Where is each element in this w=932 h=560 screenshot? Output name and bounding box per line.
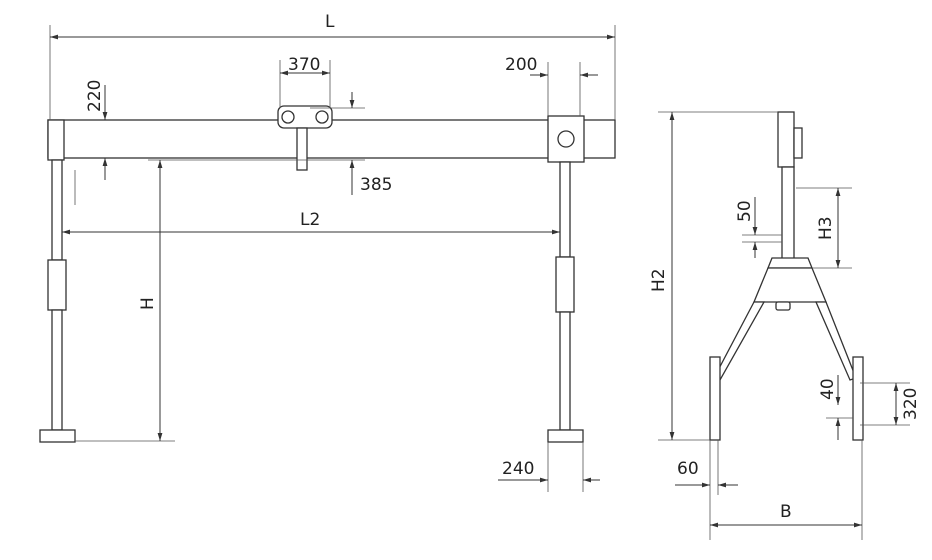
left-post <box>39 119 76 443</box>
dim-L: L <box>325 12 335 32</box>
right-arm <box>815 301 857 381</box>
dim-B: B <box>780 502 792 522</box>
dim-H2: H2 <box>649 268 669 292</box>
dim-220: 220 <box>85 80 105 112</box>
beam <box>47 119 616 159</box>
dim-320: 320 <box>901 388 921 420</box>
dim-H3: H3 <box>816 216 836 240</box>
dim-L2: L2 <box>300 210 320 230</box>
side-view: H2 50 H3 40 320 60 B <box>649 111 921 540</box>
apex-plate <box>753 267 827 303</box>
dim-370: 370 <box>288 55 320 75</box>
dim-385: 385 <box>360 175 392 195</box>
front-view: L 370 200 220 385 L2 H 240 <box>39 12 616 492</box>
dim-50: 50 <box>735 200 755 222</box>
dim-H: H <box>138 297 158 310</box>
right-post <box>547 115 585 443</box>
dim-60: 60 <box>677 459 699 479</box>
dim-240: 240 <box>502 459 534 479</box>
dim-200: 200 <box>505 55 537 75</box>
winch-head <box>777 111 795 168</box>
left-leg <box>709 356 721 441</box>
dim-40: 40 <box>818 378 838 400</box>
right-leg <box>852 356 864 441</box>
left-arm <box>713 301 766 381</box>
mast <box>781 166 795 263</box>
trolley <box>277 105 333 171</box>
